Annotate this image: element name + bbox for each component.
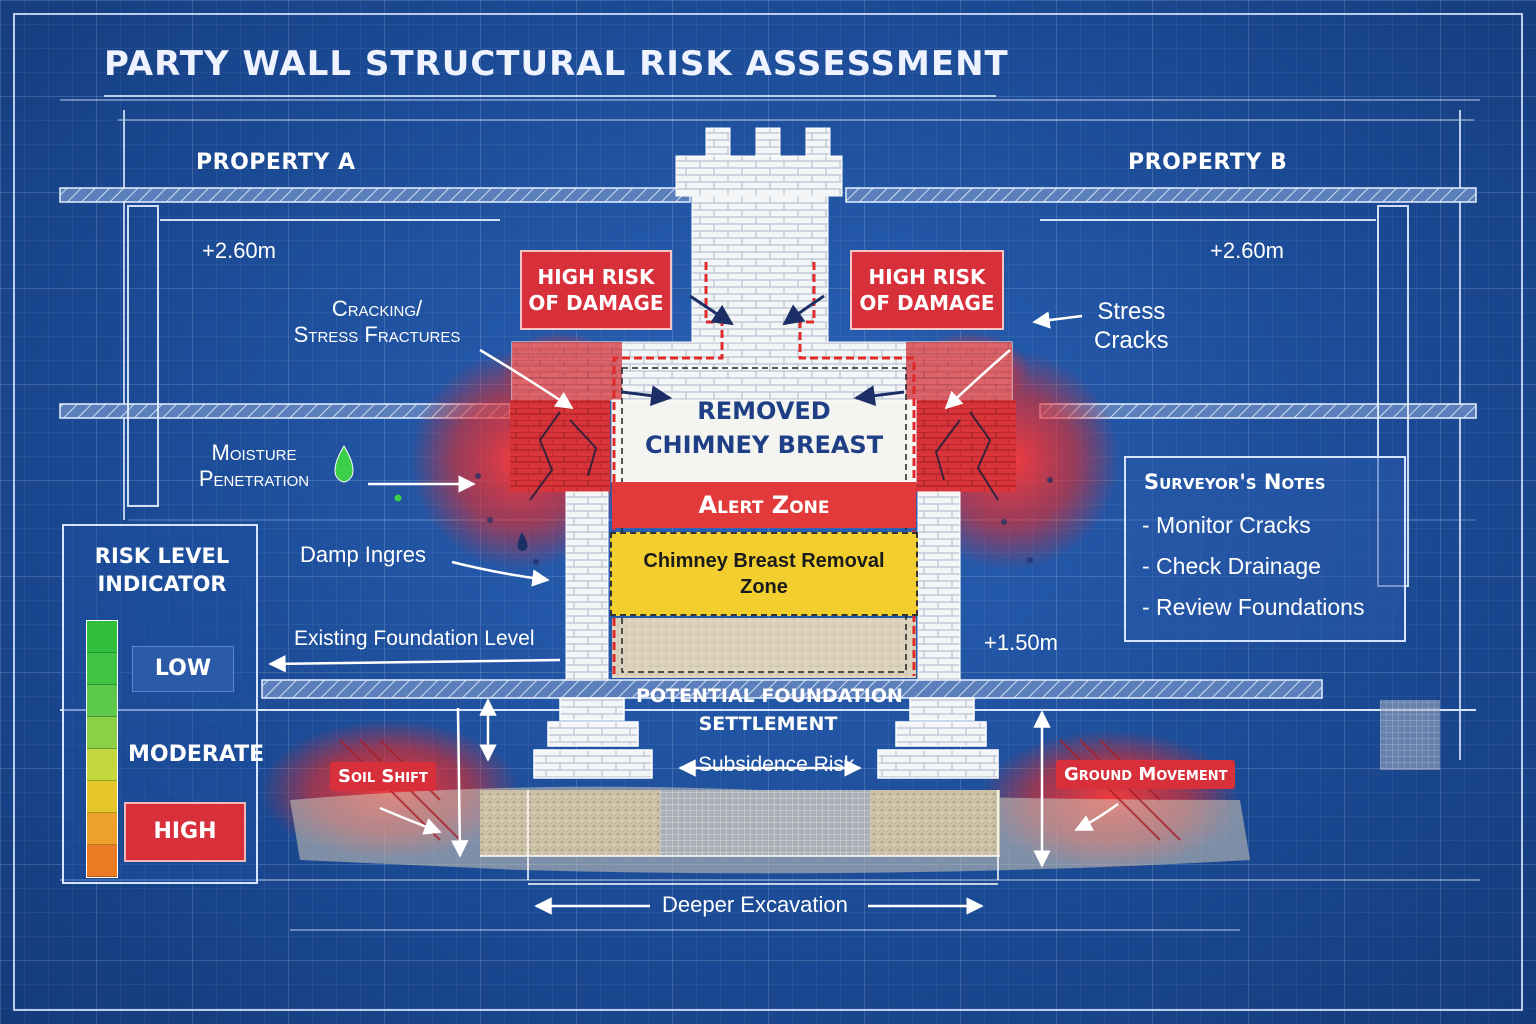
cracking-callout-line1: Cracking/ <box>331 296 423 321</box>
risk-scale-segment <box>87 813 117 845</box>
moisture-callout-line1: Moisture <box>211 440 297 465</box>
risk-scale-segment <box>87 781 117 813</box>
risk-scale-segment <box>87 685 117 717</box>
risk-level-moderate: MODERATE <box>128 742 265 767</box>
cracking-callout-line2: Stress Fractures <box>293 322 461 348</box>
stress-cracks-line2: Cracks <box>1094 326 1169 354</box>
risk-color-scale <box>86 620 118 878</box>
damp-callout: Damp Ingres <box>300 542 426 567</box>
chimney-removal-zone: Chimney Breast Removal Zone <box>610 532 918 616</box>
excavation-callout: Deeper Excavation <box>662 892 848 917</box>
risk-scale-segment <box>87 845 117 877</box>
stress-cracks-line1: Stress <box>1097 298 1166 325</box>
high-risk-left-line1: HIGH RISK <box>537 265 655 289</box>
floor-slabs <box>59 187 1477 770</box>
risk-scale-segment <box>87 621 117 653</box>
risk-level-high: HIGH <box>124 802 246 862</box>
removed-chimney-line2: CHIMNEY BREAST <box>644 431 884 459</box>
ground-movement-badge: Ground Movement <box>1056 760 1236 789</box>
risk-scale-segment <box>87 749 117 781</box>
removed-chimney-label: REMOVED CHIMNEY BREAST <box>612 394 916 462</box>
moisture-callout: Moisture Penetration <box>184 440 324 493</box>
high-risk-right-line1: HIGH RISK <box>868 265 986 289</box>
alert-zone-label: Alert Zone <box>698 491 830 519</box>
soil-shift-badge: Soil Shift <box>330 762 436 791</box>
stress-cracks-callout: Stress Cracks <box>1094 298 1169 356</box>
surveyor-notes-panel: Surveyor's Notes - Monitor Cracks - Chec… <box>1124 456 1406 642</box>
moisture-callout-line2: Penetration <box>198 466 310 492</box>
foundation-dimension: +1.50m <box>984 630 1058 655</box>
settlement-callout: POTENTIAL FOUNDATION SETTLEMENT <box>636 682 903 738</box>
note-item-drainage: - Check Drainage <box>1142 553 1321 579</box>
subsidence-callout: Subsidence Risk <box>698 753 855 776</box>
risk-title-line2: INDICATOR <box>97 572 227 596</box>
risk-level-low: LOW <box>132 646 234 692</box>
note-item-foundations: - Review Foundations <box>1142 594 1365 620</box>
risk-scale-segment <box>87 717 117 749</box>
left-height-dimension: +2.60m <box>202 238 276 263</box>
surveyor-notes-title: Surveyor's Notes <box>1144 470 1326 494</box>
cracking-callout: Cracking/ Stress Fractures <box>272 296 482 349</box>
high-risk-left-badge: HIGH RISK OF DAMAGE <box>520 250 672 330</box>
property-a-label: PROPERTY A <box>196 150 356 175</box>
right-height-dimension: +2.60m <box>1210 238 1284 263</box>
risk-level-indicator: RISK LEVEL INDICATOR LOW MODERATE HIGH <box>62 524 265 884</box>
high-risk-right-line2: OF DAMAGE <box>859 291 995 315</box>
removed-chimney-line1: REMOVED <box>697 397 831 425</box>
settlement-line1: POTENTIAL FOUNDATION <box>636 685 903 707</box>
risk-title-line1: RISK LEVEL <box>94 544 230 568</box>
high-risk-right-badge: HIGH RISK OF DAMAGE <box>850 250 1004 330</box>
existing-foundation-callout: Existing Foundation Level <box>294 627 535 650</box>
alert-zone: Alert Zone <box>612 482 916 528</box>
risk-indicator-title: RISK LEVEL INDICATOR <box>64 542 260 598</box>
page-title: PARTY WALL STRUCTURAL RISK ASSESSMENT <box>104 44 1009 84</box>
removal-zone-line2: Zone <box>740 576 788 598</box>
settlement-line2: SETTLEMENT <box>698 713 838 735</box>
high-risk-left-line2: OF DAMAGE <box>528 291 664 315</box>
removal-zone-line1: Chimney Breast Removal <box>643 550 885 572</box>
risk-scale-segment <box>87 653 117 685</box>
note-item-monitor: - Monitor Cracks <box>1142 512 1311 538</box>
property-b-label: PROPERTY B <box>1128 150 1288 175</box>
